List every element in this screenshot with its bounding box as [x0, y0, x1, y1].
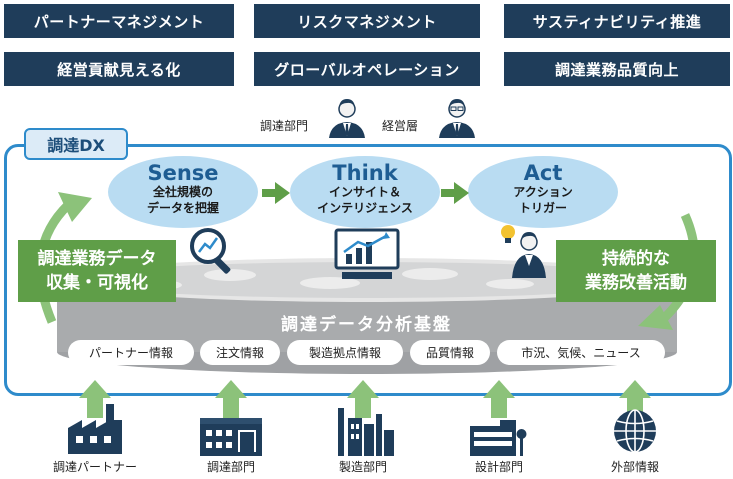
design-building-icon: [470, 420, 527, 456]
source-label-procurement: 調達部門: [206, 460, 255, 474]
pill-quality-info: 品質情報: [410, 340, 490, 365]
magnifier-chart-icon: [190, 228, 231, 274]
objective-quality-improvement: 調達業務品質向上: [504, 52, 730, 86]
objective-sustainability: サスティナビリティ推進: [504, 4, 730, 38]
continuous-improvement-line1: 持続的な: [602, 249, 670, 269]
continuous-improvement-box: 持続的な 業務改善活動: [556, 240, 716, 302]
data-collection-line2: 収集・可視化: [46, 273, 148, 293]
platform-title: 調達データ分析基盤: [281, 315, 452, 335]
stage-arrow-icon: [262, 182, 290, 204]
pill-market-climate-news: 市況、気候、ニュース: [497, 340, 665, 365]
stage-think-title: Think: [332, 161, 398, 185]
businessman-icon: [329, 99, 365, 138]
source-label-design: 設計部門: [474, 460, 523, 474]
stage-think: Think インサイト＆ インテリジェンス: [290, 156, 440, 228]
source-label-external: 外部情報: [610, 460, 659, 474]
objective-risk-management: リスクマネジメント: [254, 4, 480, 38]
data-collection-line1: 調達業務データ: [37, 249, 157, 269]
dx-title: 調達DX: [24, 128, 128, 160]
objective-global-operation: グローバルオペレーション: [254, 52, 480, 86]
stage-sense-line1: 全社規模の: [152, 185, 213, 199]
stage-sense: Sense 全社規模の データを把握: [108, 156, 258, 228]
idea-person-icon: [501, 225, 546, 278]
office-building-icon: [200, 418, 262, 456]
stage-act-line2: トリガー: [518, 201, 567, 215]
monitor-chart-icon: [334, 228, 400, 279]
source-label-partner: 調達パートナー: [52, 460, 137, 474]
stage-act-title: Act: [523, 161, 563, 185]
stage-think-line2: インテリジェンス: [317, 201, 413, 215]
stage-think-line1: インサイト＆: [328, 185, 401, 199]
stage-sense-line2: データを把握: [146, 201, 219, 215]
pill-partner-info: パートナー情報: [68, 340, 194, 365]
executive-icon: [439, 99, 475, 138]
source-label-manufacturing: 製造部門: [338, 460, 387, 474]
data-collection-box: 調達業務データ 収集・可視化: [18, 240, 176, 302]
person-label-procurement: 調達部門: [260, 119, 309, 133]
continuous-improvement-line2: 業務改善活動: [585, 273, 687, 293]
stage-arrow-icon: [441, 182, 469, 204]
objective-partner-management: パートナーマネジメント: [4, 4, 234, 38]
objective-management-contribution: 経営貢献見える化: [4, 52, 234, 86]
plant-icon: [338, 408, 394, 456]
pill-manufacturing-site-info: 製造拠点情報: [287, 340, 403, 365]
stage-act: Act アクション トリガー: [468, 156, 618, 228]
globe-icon: [614, 409, 656, 453]
factory-icon: [68, 404, 122, 454]
person-label-management: 経営層: [382, 119, 419, 133]
stage-act-line1: アクション: [513, 185, 573, 199]
stage-sense-title: Sense: [147, 161, 219, 185]
pill-order-info: 注文情報: [200, 340, 280, 365]
